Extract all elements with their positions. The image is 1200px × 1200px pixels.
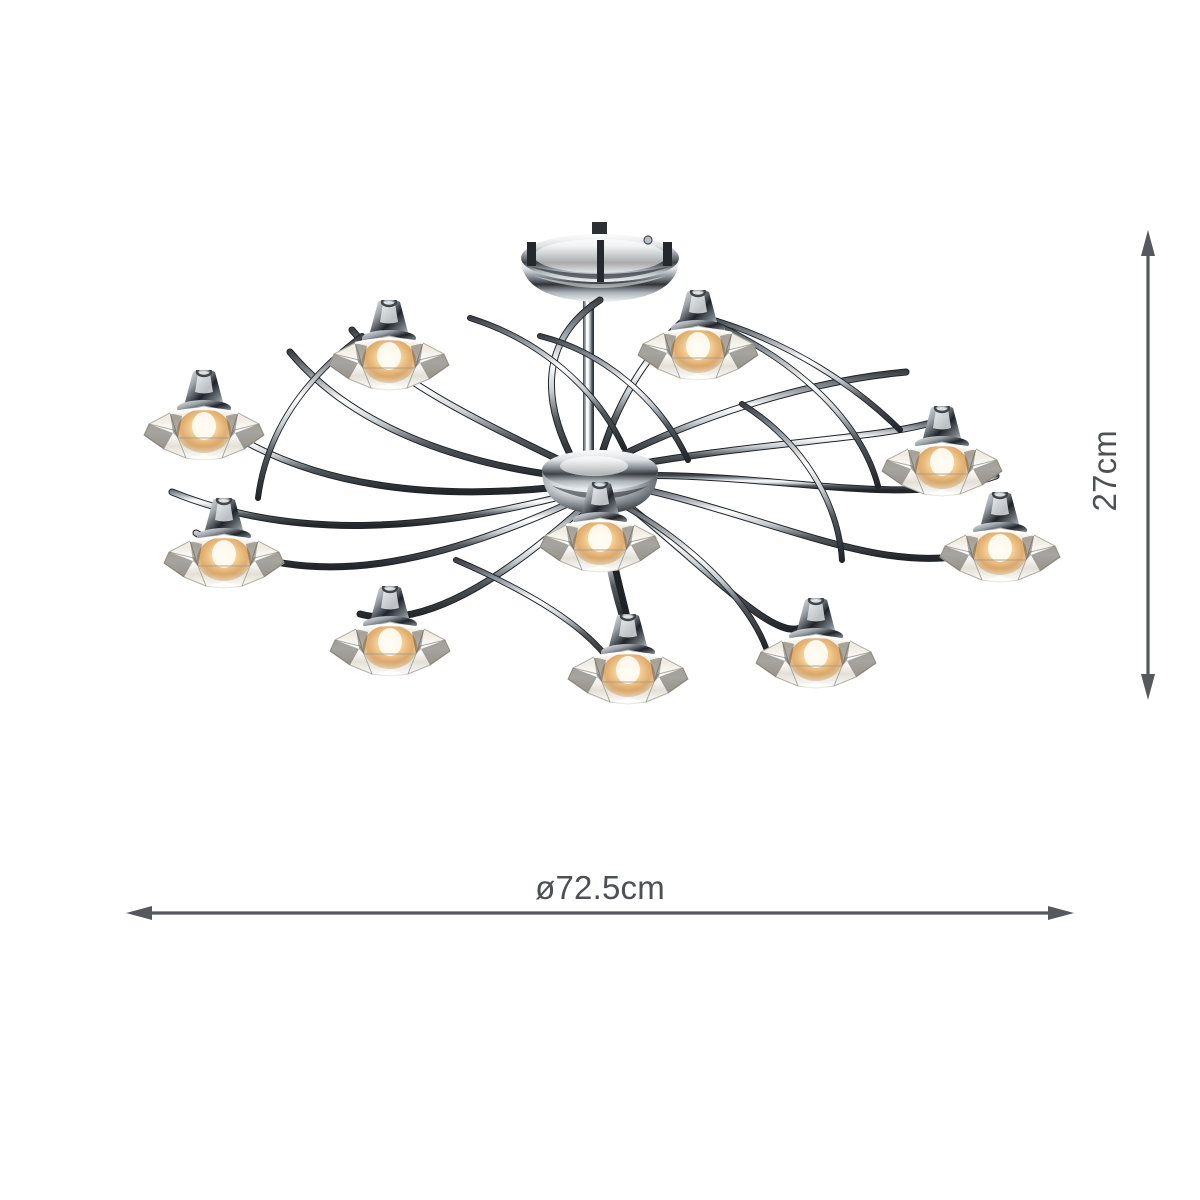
height-dimension-arrow: [1141, 230, 1155, 700]
ceiling-mount-plate: [521, 222, 679, 302]
height-dimension-label: 27cm: [1086, 430, 1123, 512]
width-dimension-arrow: [126, 906, 1074, 920]
drop-stem: [583, 282, 594, 482]
width-dimension-label: ø72.5cm: [535, 869, 665, 906]
